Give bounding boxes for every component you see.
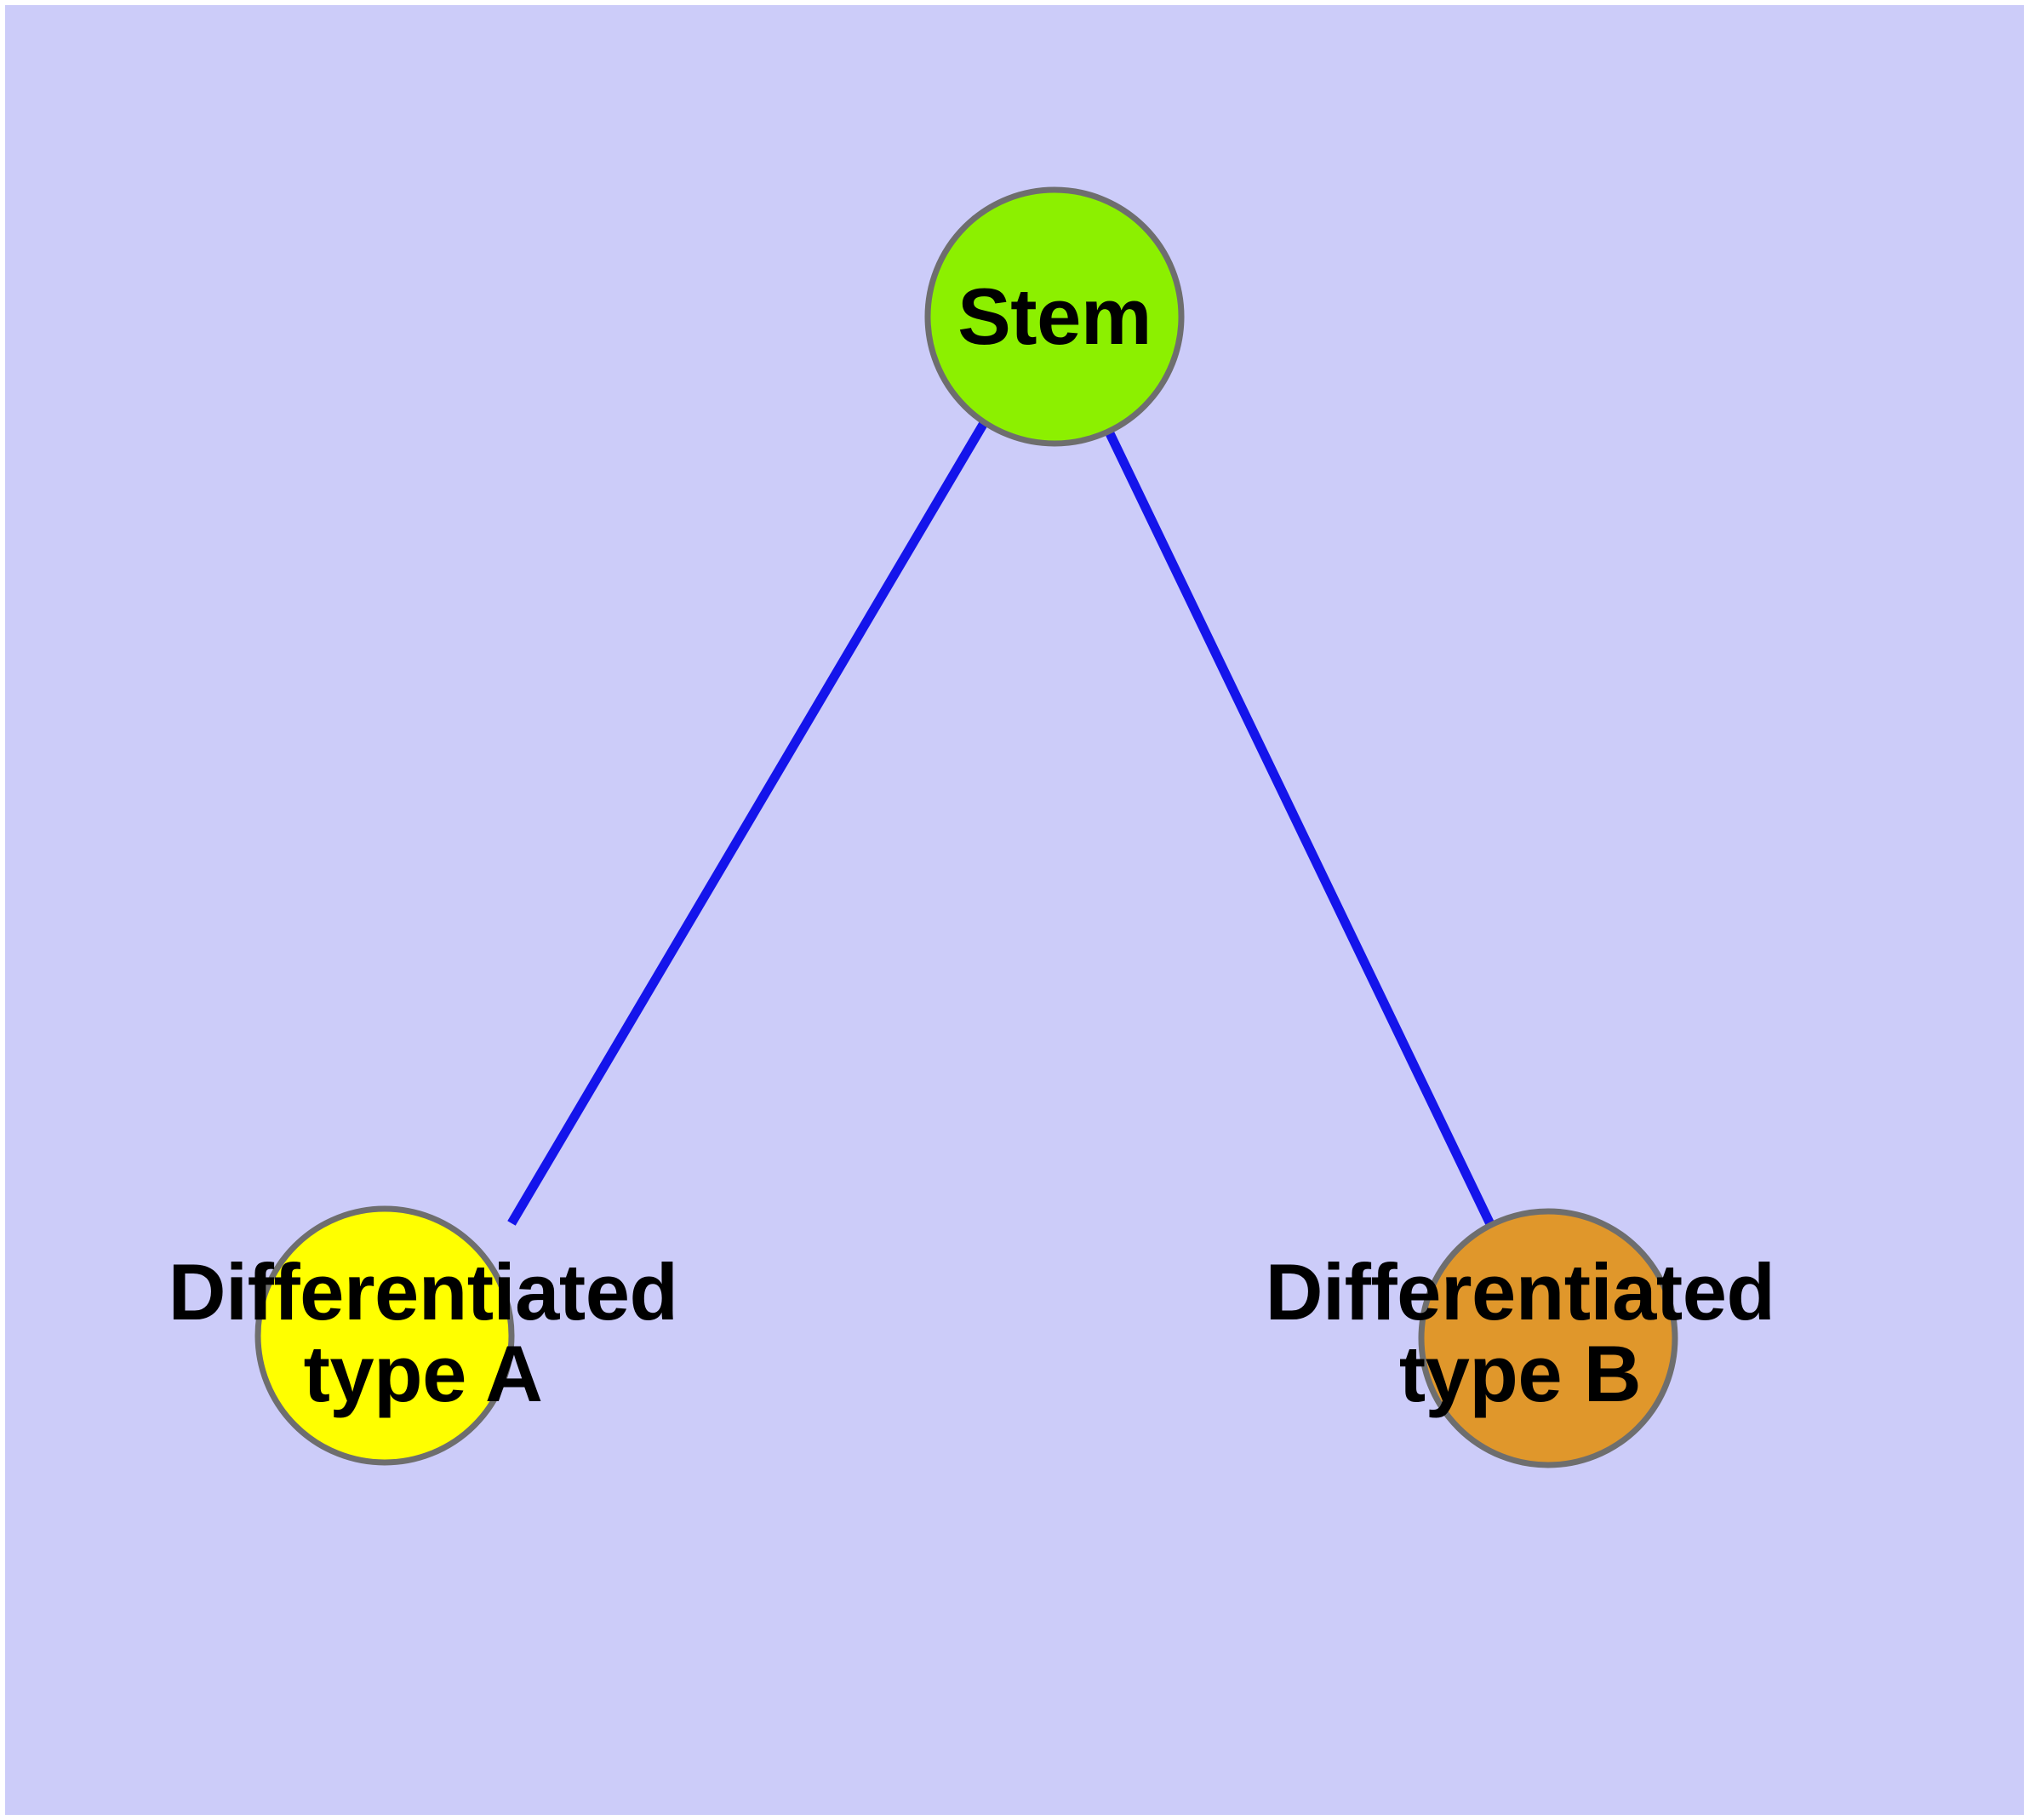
node-label-line: Stem — [957, 272, 1152, 362]
graph-edge[interactable] — [507, 421, 988, 1226]
node-label-line: type A — [303, 1329, 543, 1418]
node-label-line: Differentiated — [168, 1247, 678, 1337]
edge-layer — [507, 421, 1495, 1228]
node-layer — [254, 186, 1678, 1468]
node-label-stem: Stem — [957, 276, 1152, 358]
graph-node-diff_b[interactable] — [1418, 1208, 1678, 1468]
graph-node-stem[interactable] — [924, 186, 1185, 447]
graph-edge[interactable] — [1104, 427, 1495, 1228]
node-label-line: Differentiated — [1265, 1247, 1775, 1337]
node-label-line: type B — [1398, 1329, 1642, 1418]
graph-node-diff_a[interactable] — [254, 1205, 515, 1466]
